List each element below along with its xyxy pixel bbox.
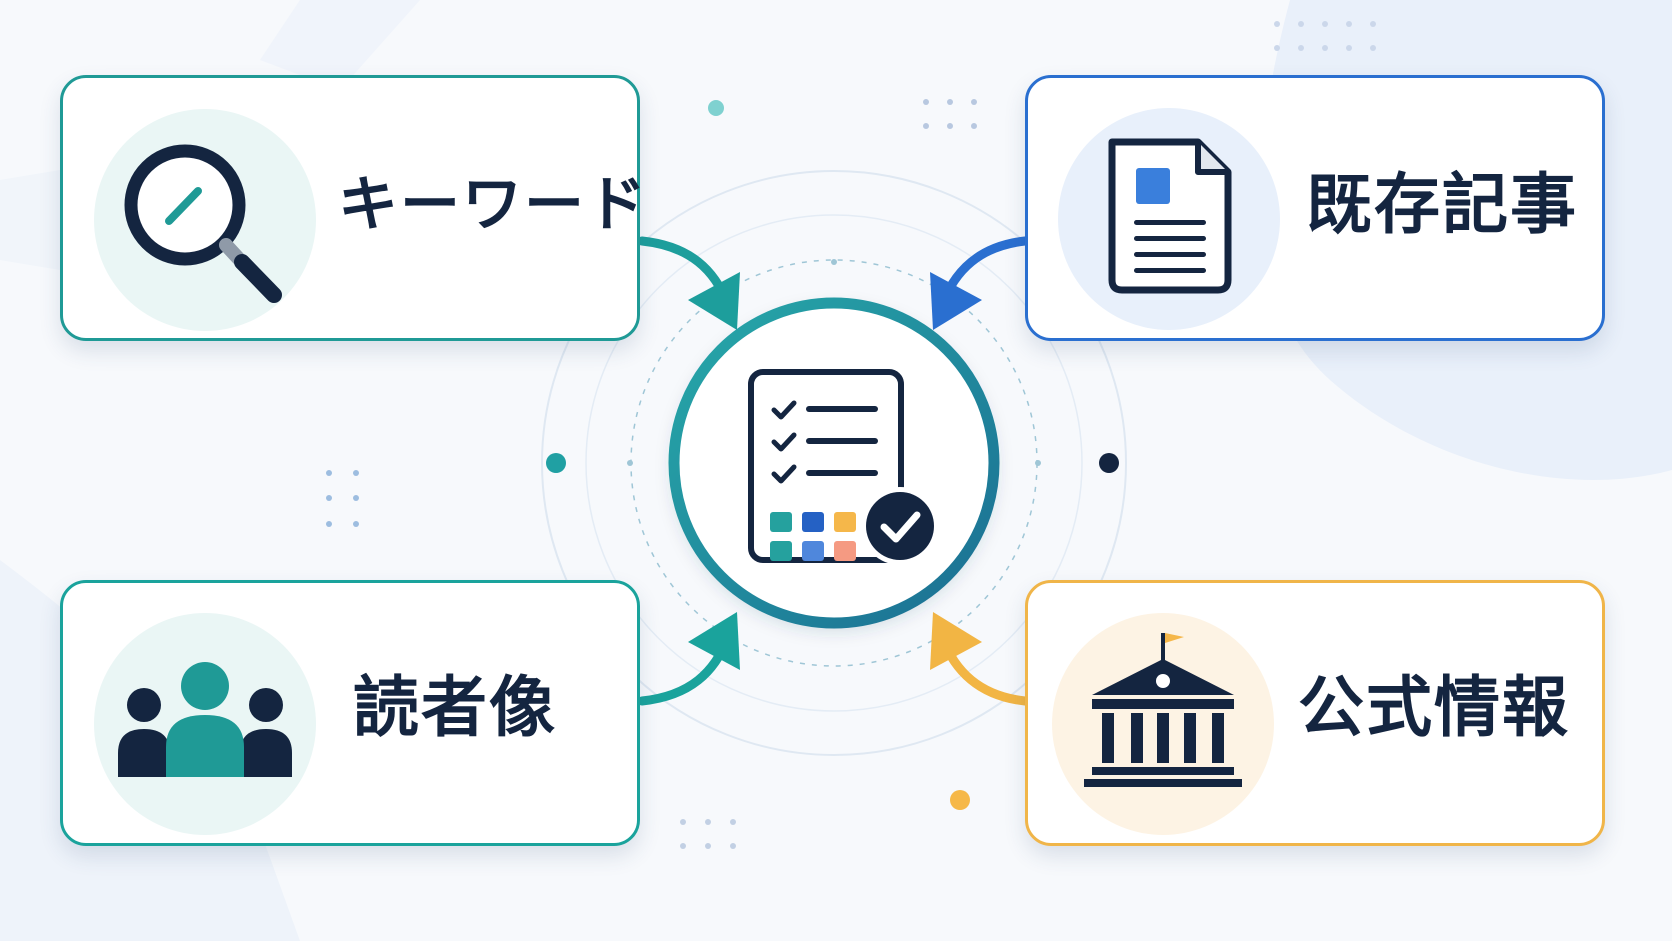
source-label: 公式情報 (1298, 669, 1570, 746)
checklist-document-icon (748, 369, 939, 565)
source-card-existing-articles: 既存記事 (1025, 75, 1605, 341)
icon-badge (94, 613, 316, 835)
arrow-official (930, 612, 1030, 706)
source-label: 既存記事 (1306, 166, 1578, 243)
document-icon (1108, 138, 1232, 294)
icon-badge (1052, 613, 1274, 835)
source-card-official-info: 公式情報 (1025, 580, 1605, 846)
arrow-readers (637, 612, 740, 706)
dot-grid-bottom (680, 819, 736, 849)
source-card-keyword: キーワード (60, 75, 646, 341)
icon-badge (94, 109, 316, 331)
dot-grid-top-right (1274, 21, 1376, 51)
magnifier-icon (124, 144, 282, 303)
dot-grid-top (923, 99, 977, 129)
source-label: 読者像 (353, 669, 557, 746)
dot-grid-left (326, 470, 359, 527)
arrow-keyword (637, 236, 740, 330)
arrow-existing (930, 236, 1030, 330)
accent-dots (546, 100, 1119, 810)
government-building-icon (1084, 633, 1242, 787)
source-label: キーワード (338, 170, 648, 240)
source-card-readers: 読者像 (60, 580, 640, 846)
icon-badge (1058, 108, 1280, 330)
people-group-icon (118, 662, 292, 777)
